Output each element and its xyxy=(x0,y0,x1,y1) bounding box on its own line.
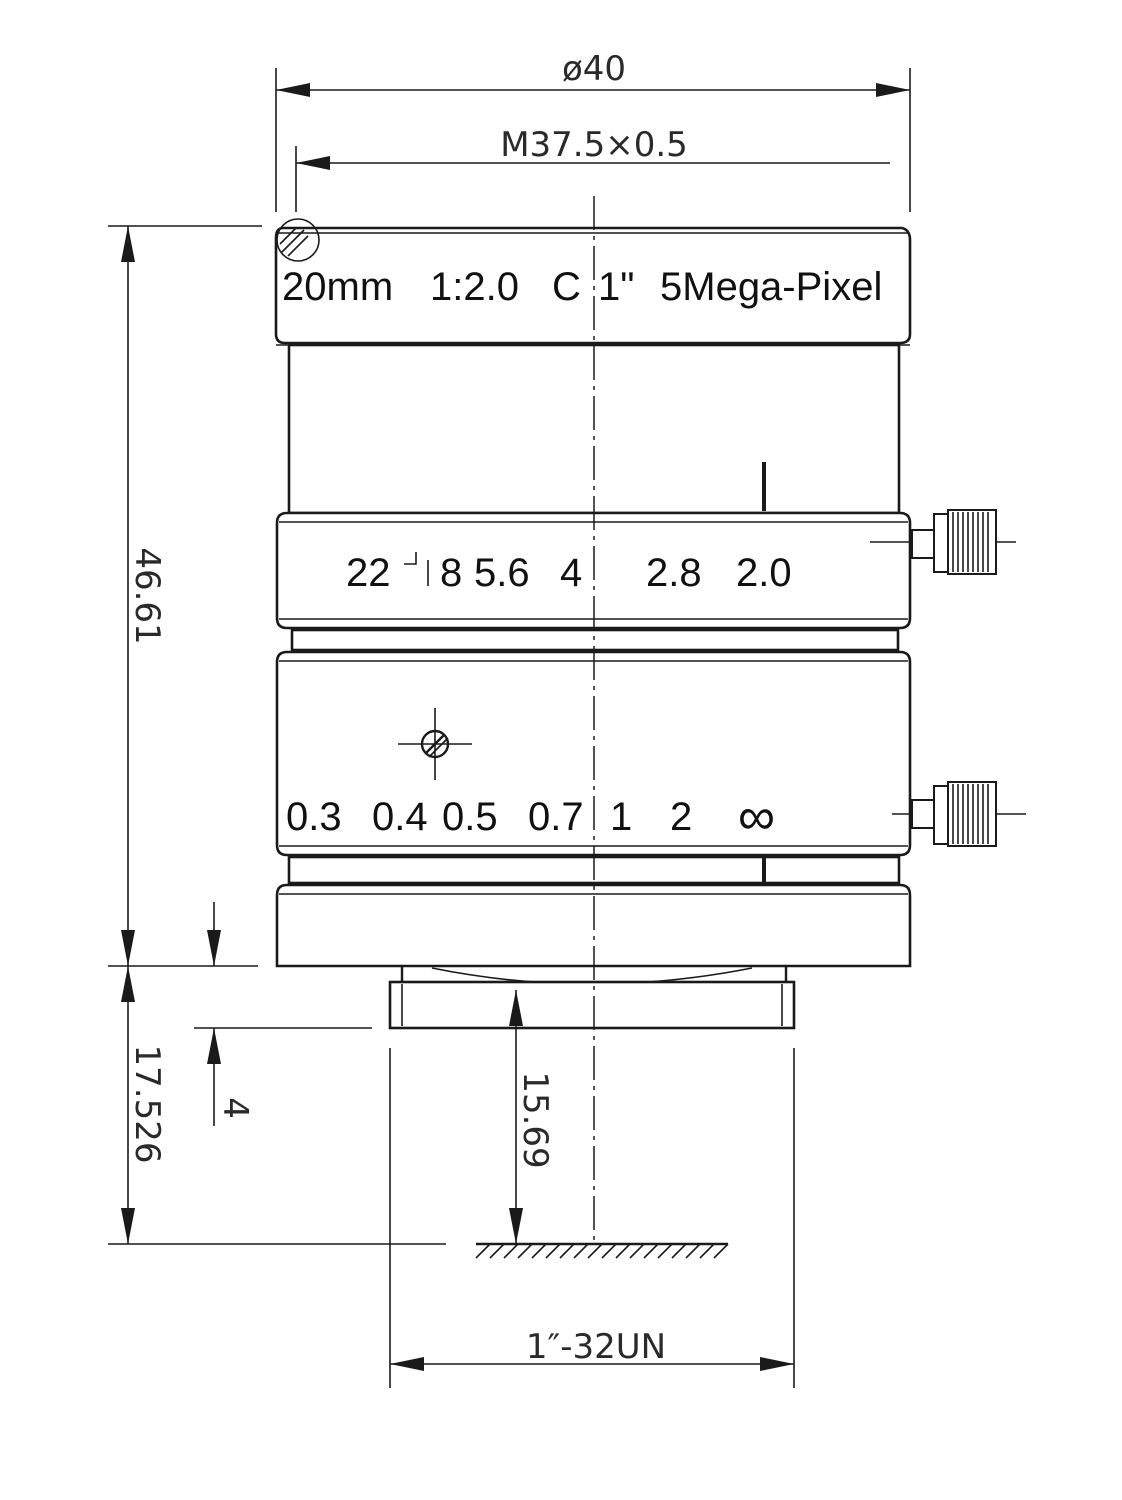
dim-mount-thread-label: 1″-32UN xyxy=(526,1327,666,1367)
front-ring xyxy=(274,226,912,345)
focus-value: 0.5 xyxy=(442,795,498,839)
focus-value: 0.4 xyxy=(372,795,428,839)
iris-value: 4 xyxy=(560,551,582,595)
focus-value: 0.7 xyxy=(528,795,584,839)
dim-back-focal-label: 15.69 xyxy=(515,1071,555,1168)
dim-mount-thread: 1″-32UN xyxy=(389,1048,795,1388)
dim-back-focal: 15.69 xyxy=(509,990,555,1244)
dim-total-length-label: 46.61 xyxy=(127,547,167,644)
dim-outer-diameter: ø40 xyxy=(275,49,911,212)
focus-lock-screw xyxy=(892,781,1026,847)
groove-band xyxy=(290,628,900,652)
image-plane-hatch xyxy=(475,1242,729,1259)
mount-flange xyxy=(388,980,796,1030)
iris-value: 22 xyxy=(346,551,391,595)
dim-mount-depth: 4 xyxy=(194,902,372,1126)
dim-filter-thread-label: M37.5×0.5 xyxy=(500,125,688,165)
focus-mark-icon xyxy=(398,708,472,780)
lens-body xyxy=(274,226,912,1030)
iris-value: 8 xyxy=(440,551,462,595)
dim-flange-back: 17.526 xyxy=(108,966,446,1245)
marking-focal: 20mm xyxy=(282,265,393,309)
focus-value: 1 xyxy=(610,795,632,839)
dim-mount-depth-label: 4 xyxy=(215,1097,255,1119)
marking-resolution: 5Mega-Pixel xyxy=(660,265,882,309)
iris-lock-screw xyxy=(870,509,1016,575)
marking-aperture: 1:2.0 xyxy=(430,265,519,309)
front-screw-symbol xyxy=(276,218,320,262)
iris-value: 2.8 xyxy=(646,551,702,595)
iris-value: 5.6 xyxy=(474,551,530,595)
focus-value: 2 xyxy=(670,795,692,839)
dim-outer-diameter-label: ø40 xyxy=(562,49,626,89)
dim-filter-thread: M37.5×0.5 xyxy=(295,125,890,212)
iris-tick-symbol xyxy=(404,552,417,565)
focus-infinity: ∞ xyxy=(738,788,775,846)
marking-mount: C xyxy=(552,265,581,309)
focus-value: 0.3 xyxy=(286,795,342,839)
marking-sensor: 1" xyxy=(598,265,634,309)
iris-value: 2.0 xyxy=(736,551,792,595)
dim-flange-back-label: 17.526 xyxy=(127,1045,167,1164)
dim-total-length: 46.61 xyxy=(108,225,262,967)
